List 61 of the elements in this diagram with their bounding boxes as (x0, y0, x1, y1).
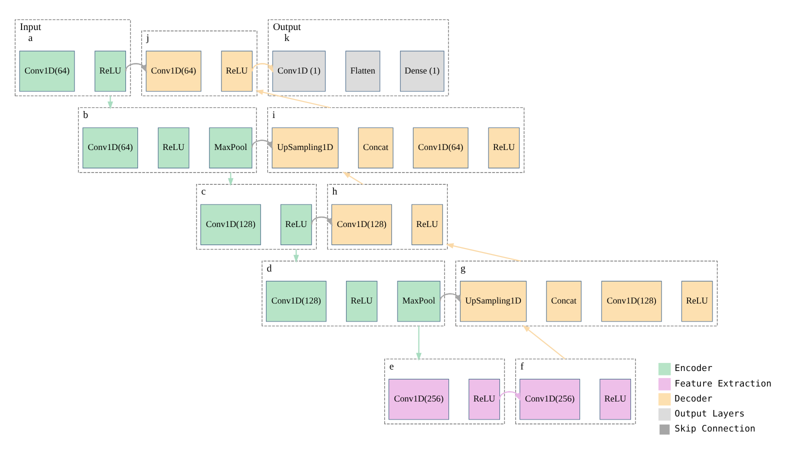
node-box: Conv1D(128) (266, 280, 326, 322)
node-box: Conv1D(64) (82, 128, 138, 168)
node-box: Conv1D(128) (331, 204, 392, 246)
node-label: f (520, 361, 524, 372)
node-label: g (460, 263, 466, 274)
node-box: Concat (546, 280, 582, 322)
node-box: ReLU (412, 204, 443, 246)
node-label: i (272, 110, 276, 121)
arrow (416, 326, 422, 361)
cluster (196, 184, 317, 250)
legend-label: Decoder (674, 394, 712, 404)
node-box: ReLU (158, 128, 190, 168)
node-box: ReLU (681, 280, 713, 322)
node-box: UpSampling1D (460, 280, 527, 322)
arrow (522, 324, 566, 360)
node-box: ReLU (600, 378, 632, 420)
node-box: UpSampling1D (272, 128, 338, 168)
node-label: e (389, 361, 394, 372)
node-box: Conv1D(128) (200, 204, 261, 246)
node-label: j (146, 33, 150, 44)
node-box: Conv1D(256) (520, 378, 580, 420)
arrow (252, 63, 274, 73)
arrow (251, 140, 273, 150)
cluster (262, 260, 445, 326)
legend-label: Skip Connection (674, 424, 756, 435)
node-box: ReLU (280, 204, 312, 246)
cluster (78, 107, 257, 173)
node-box: Flatten (345, 50, 380, 92)
arrow (342, 172, 364, 185)
node-label: k (284, 33, 290, 44)
node-box: MaxPool (397, 280, 440, 322)
arrow (440, 293, 461, 303)
arrow (293, 249, 299, 263)
node-box: Conv1D(64) (146, 50, 202, 92)
node-label: h (332, 186, 338, 198)
node-box: Conv1D(128) (601, 280, 662, 322)
node-box: ReLU (94, 50, 126, 92)
legend-label: Output Layers (674, 410, 745, 420)
node-label: a (28, 33, 33, 44)
node-box: MaxPool (209, 128, 252, 168)
node-box: Conv1D(64) (412, 128, 468, 168)
node-label: c (201, 186, 206, 198)
node-box: Conv1D(64) (19, 50, 75, 92)
cluster (384, 358, 505, 424)
legend-label: Feature Extraction (674, 379, 772, 390)
node-box: Conv1D (1) (272, 50, 326, 92)
node-box: ReLU (346, 280, 378, 322)
arrow (499, 391, 521, 401)
arrow (311, 216, 332, 226)
arrow (228, 172, 234, 186)
node-label: d (266, 263, 272, 274)
arrow (125, 63, 147, 73)
node-label: b (83, 110, 88, 121)
node-box: Concat (358, 128, 394, 168)
node-box: Conv1D(256) (388, 378, 450, 420)
node-box: ReLU (221, 50, 253, 92)
node-box: ReLU (468, 378, 500, 420)
node-box: ReLU (488, 128, 520, 168)
arrow (446, 243, 521, 262)
legend-label: Encoder (674, 364, 712, 374)
node-box: Dense (1) (400, 50, 444, 92)
